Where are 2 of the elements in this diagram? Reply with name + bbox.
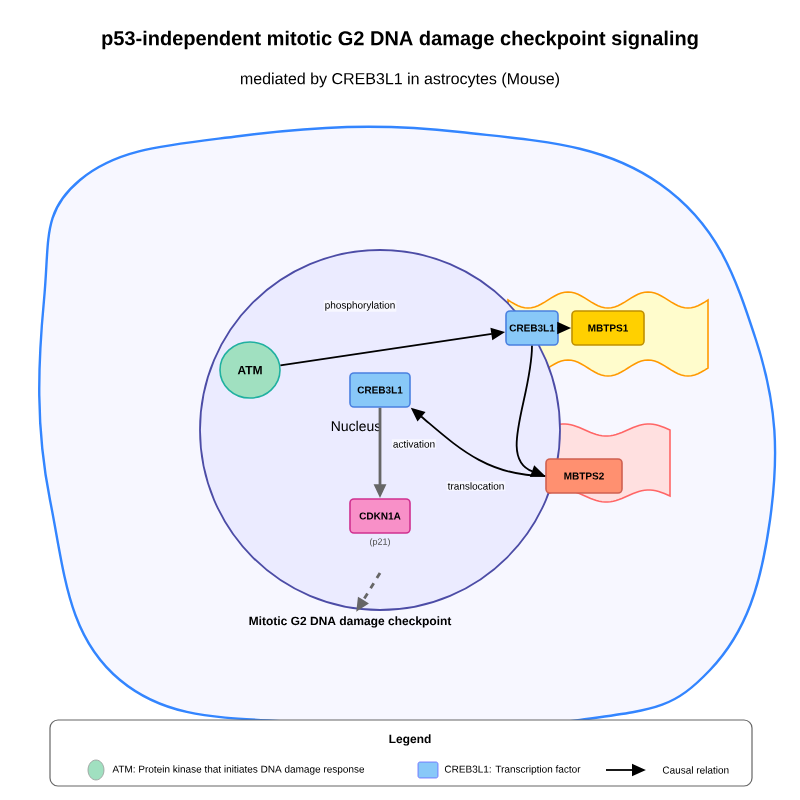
title: p53-independent mitotic G2 DNA damage checkpoint signaling: [102, 30, 698, 50]
subtitle: mediated by CREB3L1 in astrocytes (Mouse): [241, 72, 559, 88]
